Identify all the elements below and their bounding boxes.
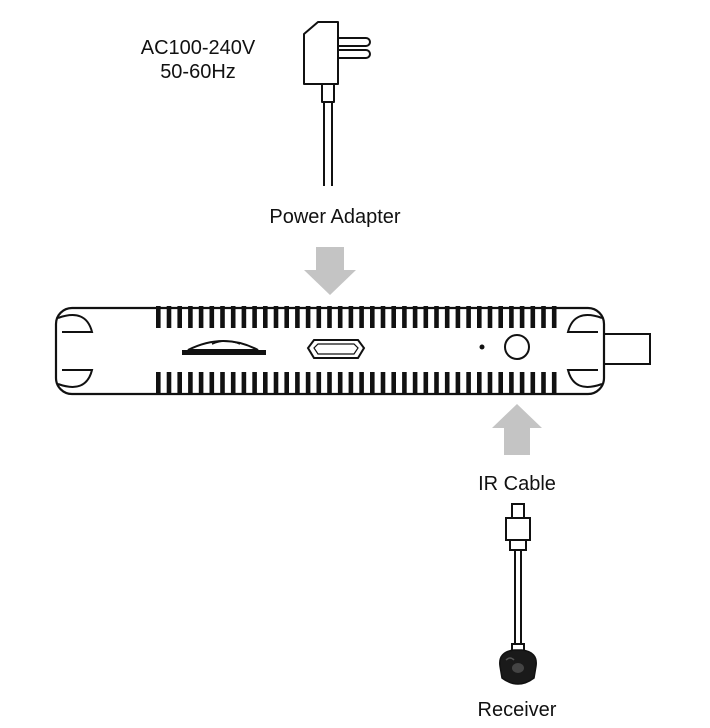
vent-slot: [284, 372, 289, 394]
vent-slot: [177, 306, 182, 328]
hdmi-port: [306, 339, 366, 359]
vent-slots-bottom: [156, 372, 557, 394]
vent-slot: [541, 306, 546, 328]
vent-slot: [498, 372, 503, 394]
vent-slot: [455, 306, 461, 328]
power-adapter-label: Power Adapter: [269, 206, 401, 228]
vent-slot: [434, 372, 439, 394]
status-led: [479, 344, 485, 350]
arrow-up-icon: [492, 404, 542, 455]
ir-receiver-icon: [499, 649, 537, 685]
vent-slot: [370, 372, 375, 394]
power-cord: [323, 102, 333, 186]
vent-slot: [391, 306, 396, 328]
vent-slot: [455, 372, 461, 394]
vent-slot: [466, 372, 471, 394]
vent-slot: [284, 306, 289, 328]
vent-slot: [220, 372, 225, 394]
vent-slots-top: [156, 306, 557, 328]
vent-slot: [241, 372, 247, 394]
power-spec-voltage: AC100-240V: [140, 37, 256, 59]
vent-slot: [466, 306, 471, 328]
vent-slot: [252, 372, 257, 394]
vent-slot: [327, 372, 332, 394]
vent-slot: [541, 372, 546, 394]
sd-card-slot: [182, 340, 266, 355]
vent-slot: [230, 372, 236, 394]
vent-slot: [477, 372, 482, 394]
vent-slot: [509, 372, 514, 394]
vent-slot: [519, 306, 525, 328]
tv-box-stick-icon: [54, 306, 651, 396]
power-spec-frequency: 50-60Hz: [160, 61, 236, 83]
ir-port: [504, 334, 530, 360]
vent-slot: [316, 306, 322, 328]
vent-slot: [551, 372, 557, 394]
vent-slot: [370, 306, 375, 328]
vent-slot: [487, 306, 493, 328]
vent-slot: [156, 372, 161, 394]
power-spec-label: AC100-240V 50-60Hz: [118, 36, 278, 84]
vent-slot: [305, 306, 311, 328]
vent-slot: [444, 306, 450, 328]
vent-slot: [487, 372, 493, 394]
vent-slot: [498, 306, 503, 328]
vent-slot: [263, 372, 268, 394]
vent-slot: [209, 372, 215, 394]
vent-slot: [519, 372, 525, 394]
vent-slot: [295, 306, 300, 328]
vent-slot: [423, 306, 429, 328]
vent-slot: [252, 306, 257, 328]
vent-slot: [305, 372, 311, 394]
vent-slot: [423, 372, 429, 394]
vent-slot: [348, 372, 354, 394]
vent-slot: [263, 306, 268, 328]
arrow-down-icon: [304, 247, 356, 295]
vent-slot: [551, 306, 557, 328]
vent-slot: [530, 372, 536, 394]
vent-slot: [295, 372, 300, 394]
vent-slot: [509, 306, 514, 328]
vent-slot: [156, 306, 161, 328]
vent-slot: [359, 306, 364, 328]
vent-slot: [359, 372, 364, 394]
vent-slot: [402, 306, 407, 328]
vent-slot: [327, 306, 332, 328]
vent-slot: [230, 306, 236, 328]
vent-slot: [412, 306, 418, 328]
vent-slot: [188, 372, 193, 394]
vent-slot: [241, 306, 247, 328]
vent-slot: [444, 372, 450, 394]
vent-slot: [273, 372, 279, 394]
vent-slot: [412, 372, 418, 394]
vent-slot: [198, 306, 204, 328]
ir-cable-label: IR Cable: [478, 473, 556, 495]
vent-slot: [391, 372, 396, 394]
vent-slot: [316, 372, 322, 394]
vent-slot: [177, 372, 182, 394]
vent-slot: [166, 372, 172, 394]
vent-slot: [220, 306, 225, 328]
vent-slot: [198, 372, 204, 394]
vent-slot: [380, 372, 386, 394]
vent-slot: [166, 306, 172, 328]
vent-slot: [337, 306, 343, 328]
vent-slot: [402, 372, 407, 394]
vent-slot: [273, 306, 279, 328]
ir-cable: [505, 503, 531, 653]
vent-slot: [530, 306, 536, 328]
vent-slot: [348, 306, 354, 328]
vent-slot: [380, 306, 386, 328]
power-plug-icon: [303, 21, 371, 103]
vent-slot: [434, 306, 439, 328]
vent-slot: [337, 372, 343, 394]
vent-slot: [209, 306, 215, 328]
vent-slot: [477, 306, 482, 328]
receiver-label: Receiver: [477, 699, 557, 721]
vent-slot: [188, 306, 193, 328]
